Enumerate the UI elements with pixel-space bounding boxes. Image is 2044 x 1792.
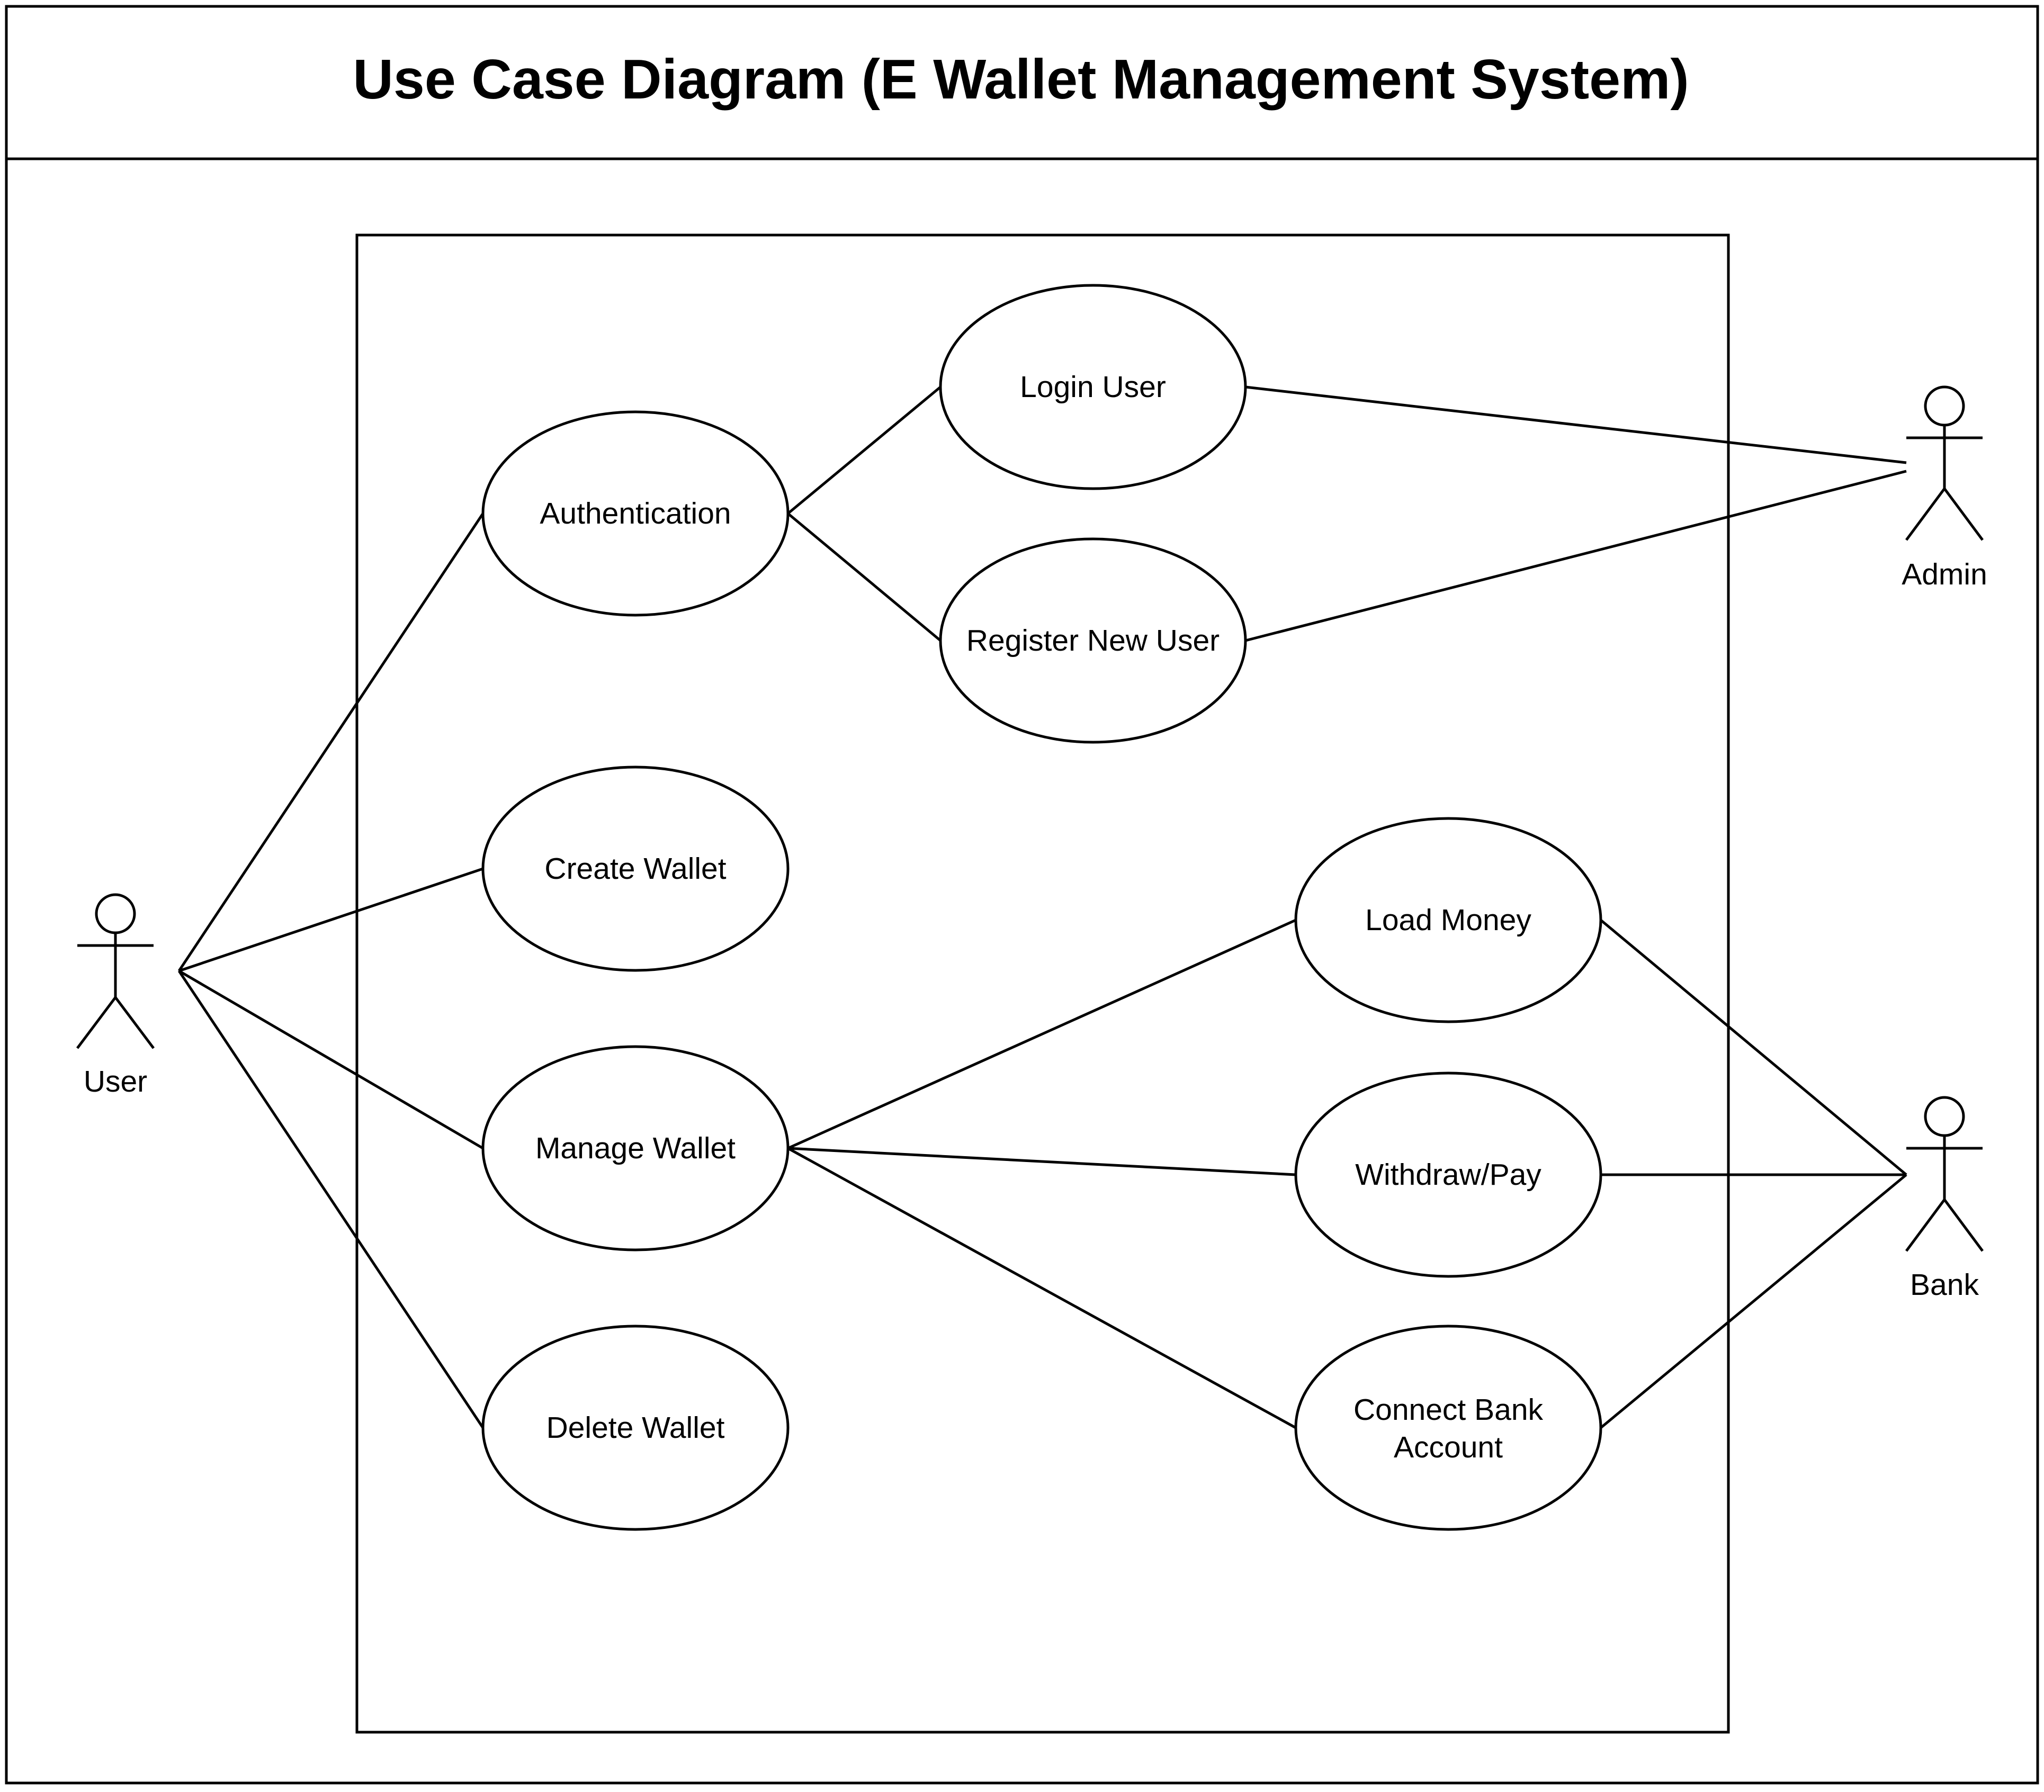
use-case-login-user[interactable]: Login User [939, 284, 1247, 490]
connect-bank-account-label-line1: Connect Bank [1353, 1393, 1544, 1427]
association-authentication-login-user [787, 386, 942, 515]
user-actor-label: User [84, 1065, 147, 1098]
bank-actor-label: Bank [1910, 1268, 1979, 1302]
actor-bank[interactable]: Bank [1905, 1096, 1984, 1302]
user-stick-figure-icon [76, 893, 155, 1049]
diagram-frame [5, 5, 2039, 1785]
use-case-create-wallet[interactable]: Create Wallet [481, 766, 790, 972]
associations [177, 385, 1907, 1429]
actor-admin[interactable]: Admin [1902, 385, 1987, 591]
use-case-connect-bank-account[interactable]: Connect Bank Account [1294, 1325, 1602, 1531]
use-case-delete-wallet[interactable]: Delete Wallet [481, 1325, 790, 1531]
association-user-create-wallet [178, 867, 483, 972]
delete-wallet-ellipse [481, 1325, 790, 1531]
connect-bank-account-label-line2: Account [1394, 1430, 1503, 1464]
association-admin-login-user [1245, 385, 1907, 464]
use-case-manage-wallet[interactable]: Manage Wallet [481, 1045, 790, 1251]
association-user-delete-wallet [177, 970, 485, 1429]
association-manage-wallet-withdraw-pay [787, 1147, 1296, 1176]
association-authentication-register-new-user [787, 512, 942, 642]
actor-user[interactable]: User [76, 893, 155, 1098]
admin-actor-label: Admin [1902, 557, 1987, 591]
withdraw-pay-label: Withdraw/Pay [1355, 1158, 1541, 1192]
register-new-user-ellipse [939, 537, 1247, 744]
register-new-user-label: Register New User [966, 624, 1220, 658]
use-case-register-new-user[interactable]: Register New User [939, 537, 1247, 744]
connect-bank-account-ellipse [1294, 1325, 1602, 1531]
use-case-load-money[interactable]: Load Money [1294, 817, 1602, 1023]
use-case-authentication[interactable]: Authentication [481, 410, 790, 617]
bank-stick-figure-icon [1905, 1096, 1984, 1252]
association-admin-register-new-user [1245, 470, 1907, 642]
association-bank-connect-bank-account [1600, 1174, 1907, 1429]
authentication-label: Authentication [540, 497, 731, 530]
admin-stick-figure-icon [1905, 385, 1984, 541]
load-money-label: Load Money [1365, 903, 1531, 937]
load-money-ellipse [1294, 817, 1602, 1023]
association-user-manage-wallet [178, 969, 484, 1150]
association-manage-wallet-connect-bank-account [787, 1147, 1297, 1429]
create-wallet-label: Create Wallet [544, 852, 726, 886]
use-case-withdraw-pay[interactable]: Withdraw/Pay [1294, 1071, 1602, 1278]
diagram-title: Use Case Diagram (E Wallet Management Sy… [353, 48, 1689, 111]
manage-wallet-label: Manage Wallet [535, 1131, 736, 1165]
manage-wallet-ellipse [481, 1045, 790, 1251]
association-bank-load-money [1600, 919, 1907, 1176]
login-user-ellipse [939, 284, 1247, 490]
withdraw-pay-ellipse [1294, 1071, 1602, 1278]
create-wallet-ellipse [481, 766, 790, 972]
association-manage-wallet-load-money [787, 918, 1297, 1150]
association-user-authentication [177, 512, 485, 972]
delete-wallet-label: Delete Wallet [546, 1411, 725, 1445]
authentication-ellipse [481, 410, 790, 617]
login-user-label: Login User [1020, 370, 1166, 404]
system-boundary [355, 233, 1730, 1734]
